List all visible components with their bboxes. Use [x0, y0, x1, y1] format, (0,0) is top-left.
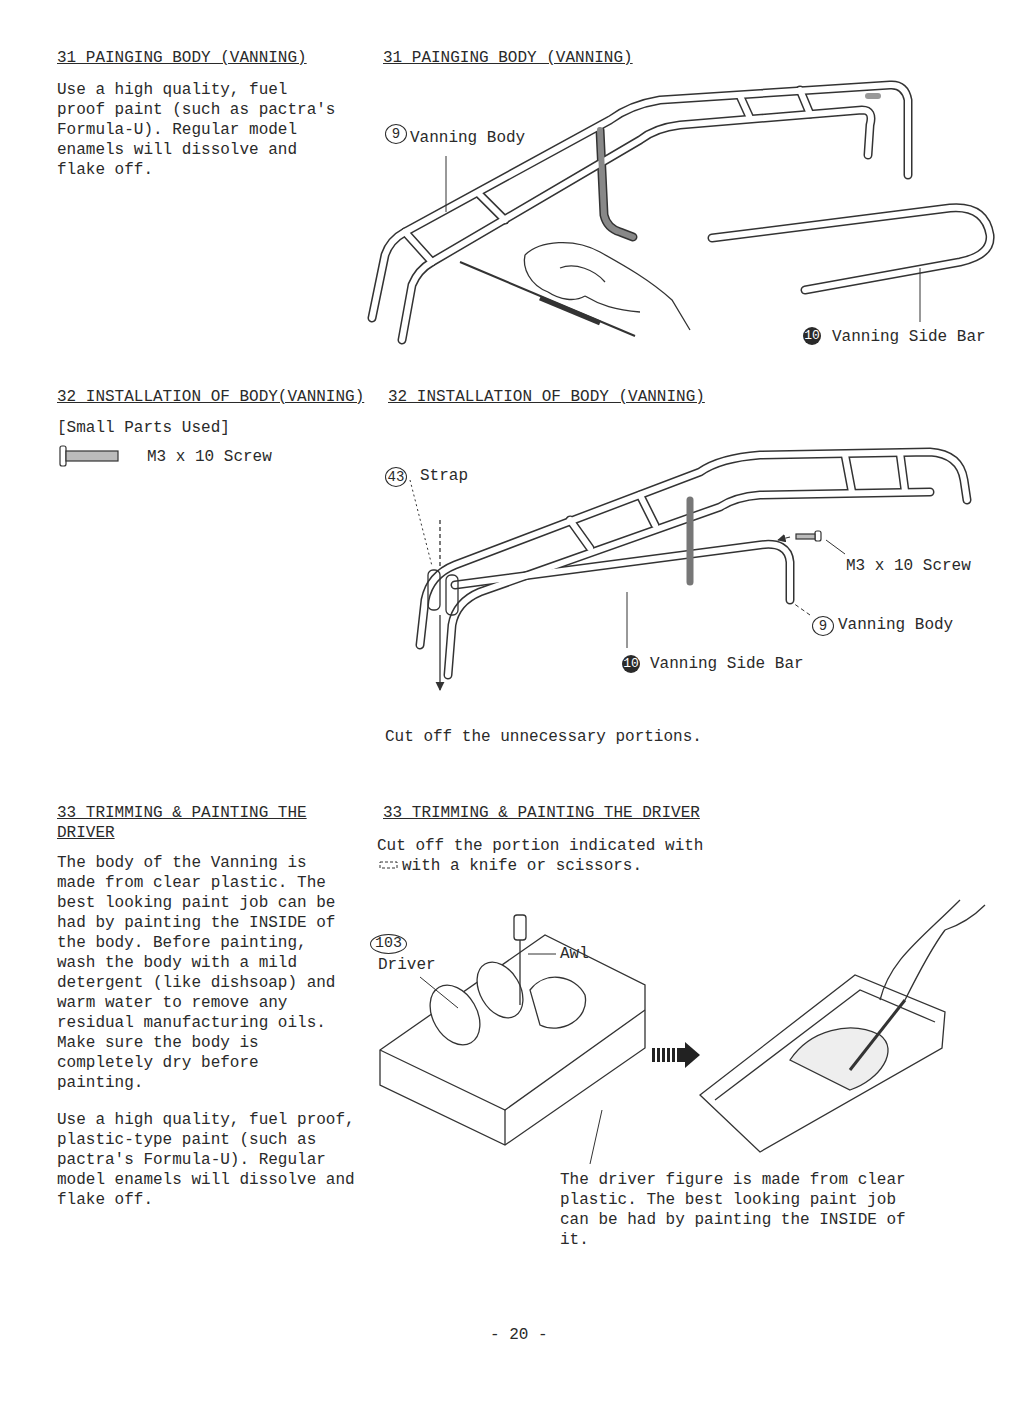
part-name: Driver	[378, 955, 436, 975]
awl	[514, 915, 526, 1005]
leader-line	[446, 156, 920, 322]
part-name: M3 x 10 Screw	[846, 556, 971, 576]
driver-shell-painting	[700, 900, 985, 1152]
part-name: Vanning Side Bar	[832, 327, 986, 347]
instruction-text: The body of the Vanning is made from cle…	[57, 853, 352, 1093]
vanning-side-bar	[712, 208, 990, 290]
callout-number: 43	[385, 467, 407, 487]
part-name: Strap	[420, 466, 468, 486]
instruction-text: Use a high quality, fuel proof paint (su…	[57, 80, 342, 180]
instruction-text: Use a high quality, fuel proof, plastic-…	[57, 1110, 377, 1210]
leader-line	[410, 480, 845, 648]
part-name: Vanning Body	[838, 615, 953, 635]
leader-line	[420, 954, 602, 1164]
parts-heading: [Small Parts Used]	[57, 418, 230, 438]
callout-number: 9	[812, 616, 834, 636]
section-heading: 31 PAINGING BODY (VANNING)	[57, 48, 307, 68]
section-heading: 33 TRIMMING & PAINTING THE DRIVER	[57, 803, 342, 843]
section-heading: 32 INSTALLATION OF BODY (VANNING)	[388, 387, 705, 407]
strap	[428, 520, 458, 690]
note-text: The driver figure is made from clear pla…	[560, 1170, 920, 1250]
screw-part	[778, 531, 821, 541]
callout-number: 10	[803, 327, 821, 345]
part-name: Awl	[560, 944, 589, 964]
note-text: Cut off the unnecessary portions.	[385, 727, 702, 747]
instruction-text: with a knife or scissors.	[402, 856, 642, 876]
section-heading: 33 TRIMMING & PAINTING THE DRIVER	[383, 803, 700, 823]
callout-number: 9	[385, 124, 407, 144]
screw-icon	[60, 446, 118, 466]
page-number: - 20 -	[490, 1325, 548, 1345]
part-name: Vanning Body	[410, 128, 525, 148]
part-name: M3 x 10 Screw	[147, 447, 272, 467]
cut-symbol	[380, 862, 397, 868]
callout-number: 103	[370, 934, 407, 954]
part-name: Vanning Side Bar	[650, 654, 804, 674]
instruction-text: Cut off the portion indicated with	[377, 836, 703, 856]
vanning-body-cage	[372, 85, 908, 340]
section-heading: 31 PAINGING BODY (VANNING)	[383, 48, 633, 68]
hand-with-brush	[460, 243, 690, 336]
callout-number: 10	[622, 655, 640, 673]
section-heading: 32 INSTALLATION OF BODY(VANNING)	[57, 387, 364, 407]
arrow-symbol	[652, 1042, 700, 1068]
